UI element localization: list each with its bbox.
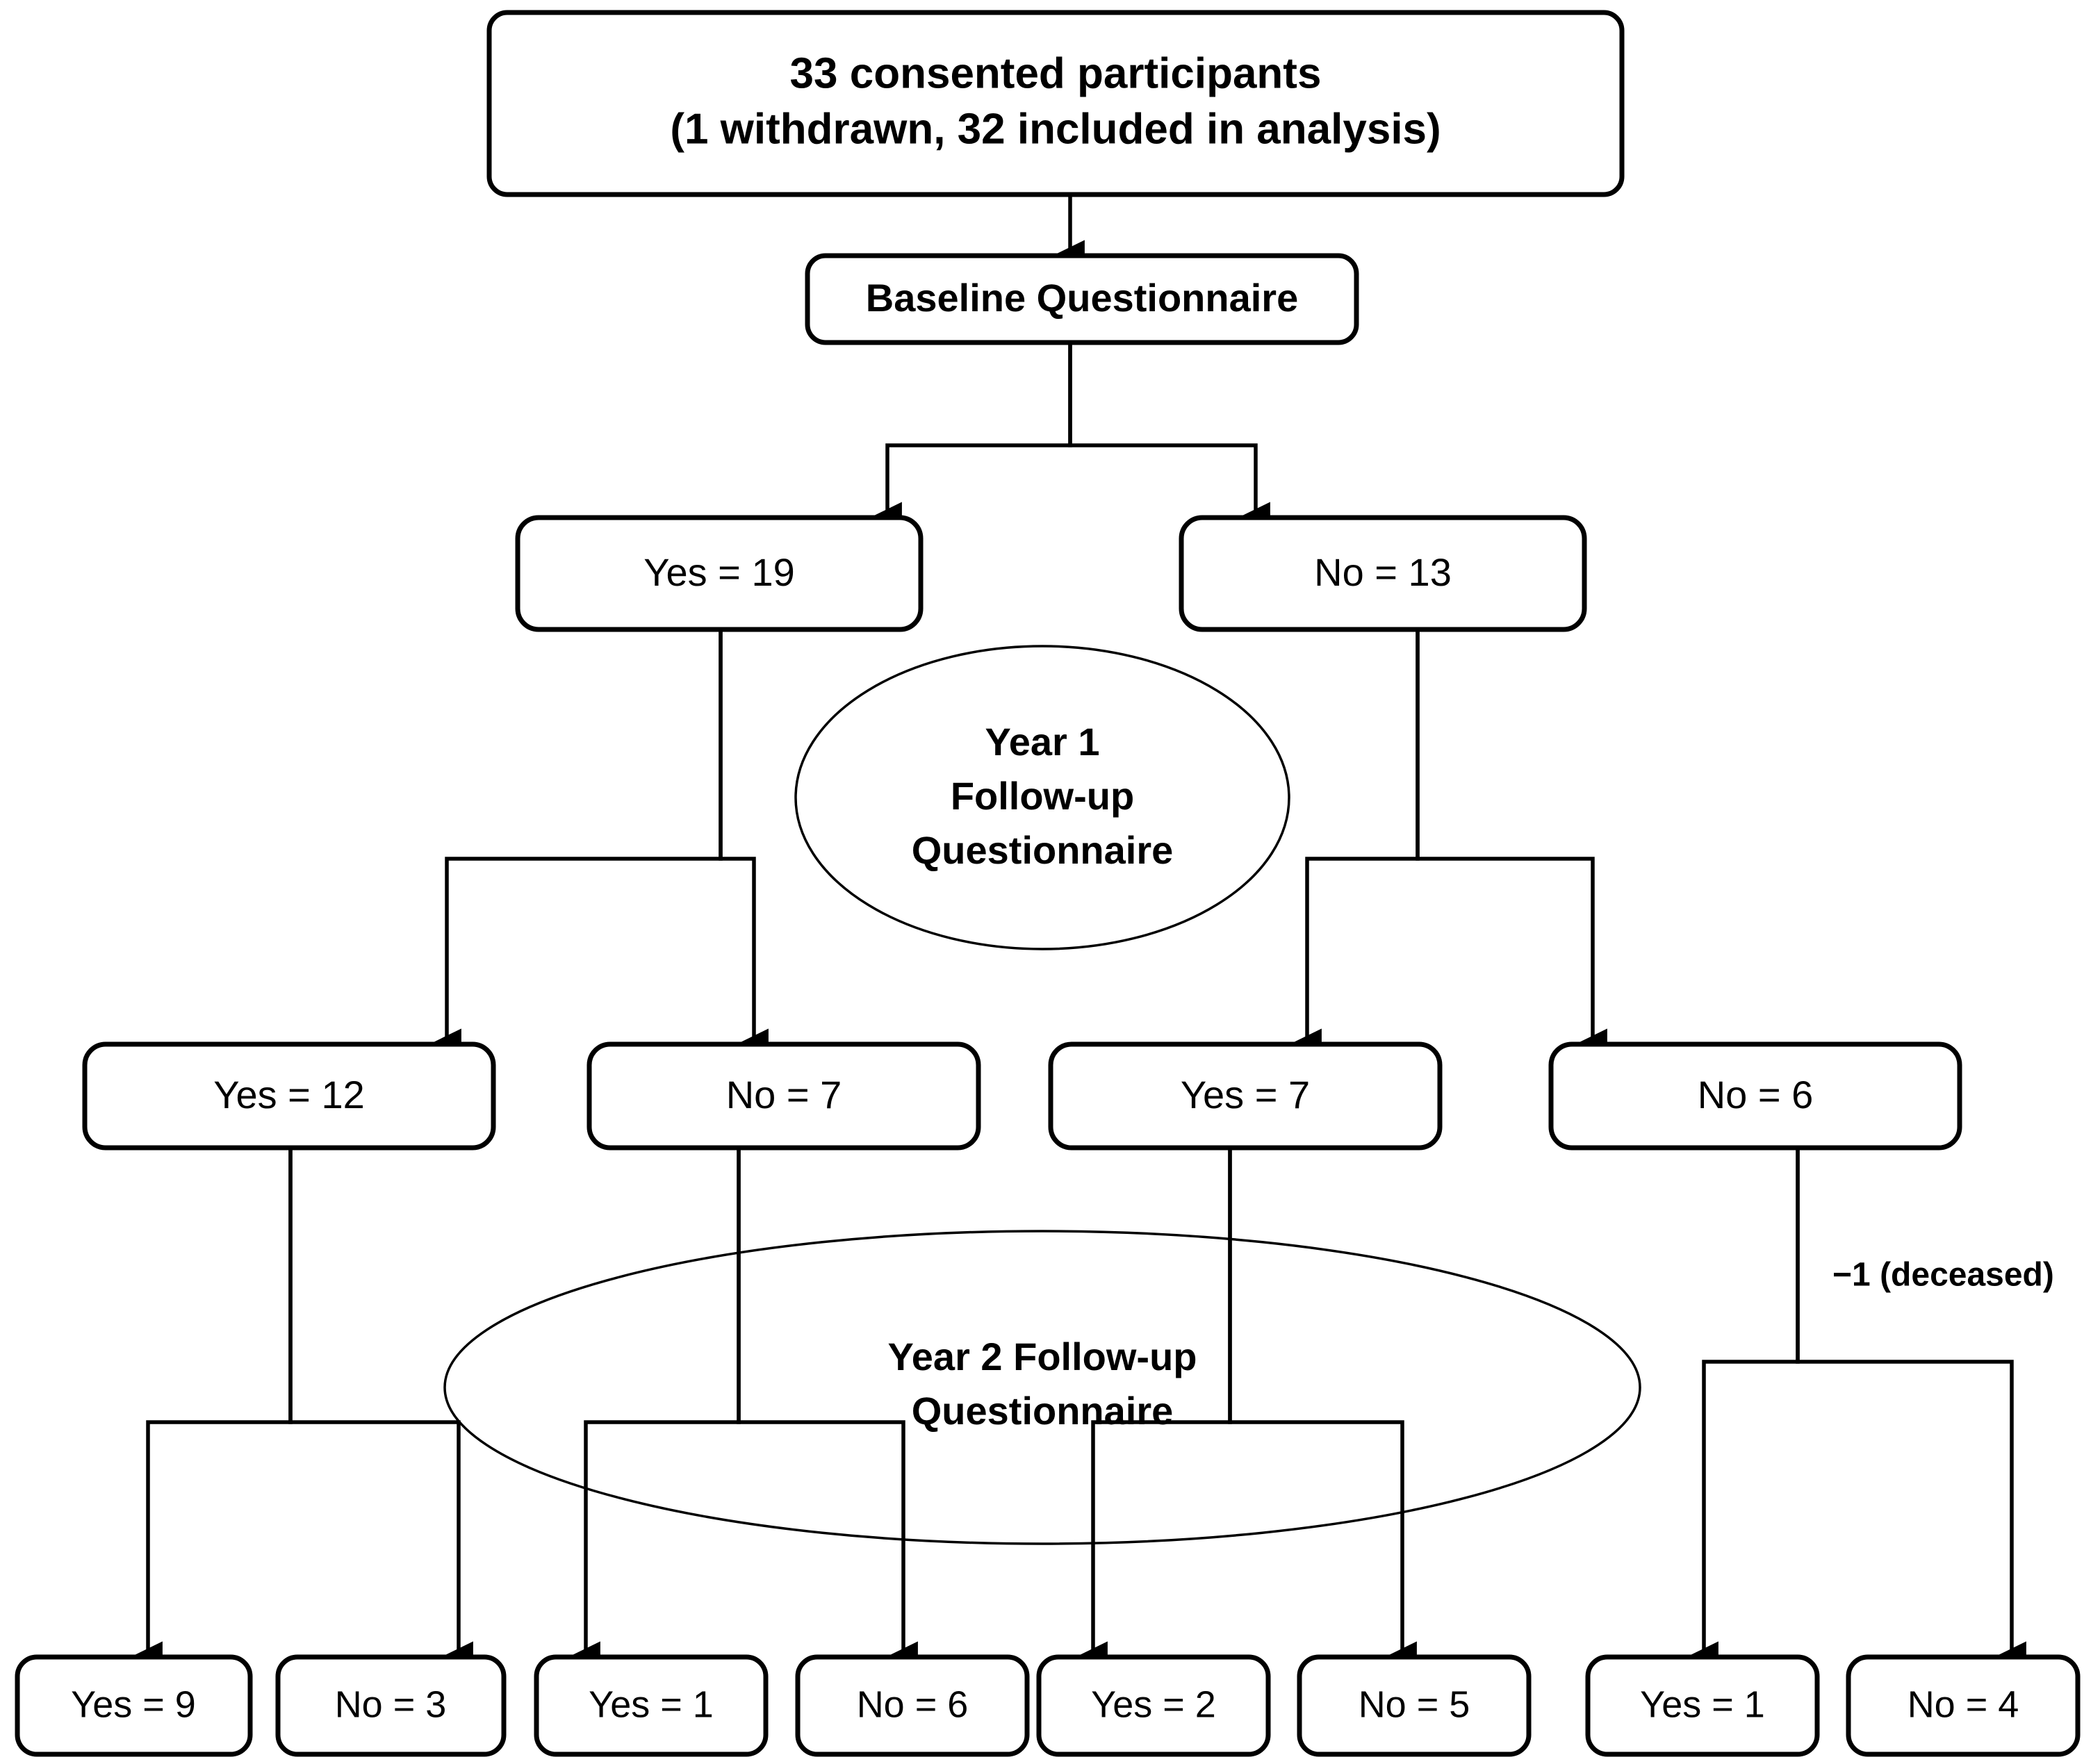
node-level2-yes[interactable]: Yes = 19	[515, 515, 924, 632]
connector-level3-a-to-leaf-yes	[130, 1148, 293, 1673]
year1-label-line3: Questionnaire	[912, 828, 1174, 872]
leaf-1-label: Yes = 9	[71, 1683, 196, 1725]
node-baseline-questionnaire[interactable]: Baseline Questionnaire	[805, 253, 1359, 345]
connector-level3-b-to-leaf-no	[737, 1148, 918, 1673]
level2-yes-label: Yes = 19	[643, 550, 794, 594]
stage-ellipse-year1: Year 1 Follow-up Questionnaire	[794, 645, 1290, 950]
level2-no-box[interactable]	[1179, 515, 1587, 632]
node-consented-participants[interactable]: 33 consented participants (1 withdrawn, …	[486, 10, 1625, 197]
leaf-6-label: No = 5	[1359, 1683, 1470, 1725]
node-leaf-8[interactable]: No = 4	[1846, 1654, 2081, 1757]
level3-a-label: Yes = 12	[213, 1073, 364, 1116]
node-leaf-2[interactable]: No = 3	[275, 1654, 507, 1757]
connector-level3-b-to-leaf-yes	[568, 1148, 741, 1673]
leaf-4-label: No = 6	[857, 1683, 969, 1725]
node-level3-no-7[interactable]: No = 7	[586, 1041, 981, 1151]
leaf-1-box[interactable]	[15, 1654, 253, 1757]
consented-participants-line2: (1 withdrawn, 32 included in analysis)	[670, 105, 1441, 153]
year1-label-line1: Year 1	[985, 720, 1099, 764]
leaf-7-label: Yes = 1	[1640, 1683, 1765, 1725]
consented-participants-line1: 33 consented participants	[790, 49, 1322, 97]
year1-label-line2: Follow-up	[951, 774, 1134, 818]
leaf-7-box[interactable]	[1585, 1654, 1820, 1757]
leaf-4-box[interactable]	[795, 1654, 1030, 1757]
connector-level3-d-to-leaf-yes	[1686, 1148, 1800, 1673]
connector-level3-a-to-leaf-no	[288, 1148, 473, 1673]
leaf-2-box[interactable]	[275, 1654, 507, 1757]
node-leaf-4[interactable]: No = 6	[795, 1654, 1030, 1757]
level3-b-label: No = 7	[726, 1073, 842, 1116]
year2-label-line2: Questionnaire	[912, 1389, 1174, 1433]
node-leaf-1[interactable]: Yes = 9	[15, 1654, 253, 1757]
consented-participants-box[interactable]	[486, 10, 1625, 197]
leaf-5-label: Yes = 2	[1091, 1683, 1216, 1725]
node-level3-yes-12[interactable]: Yes = 12	[82, 1041, 496, 1151]
leaf-2-label: No = 3	[335, 1683, 447, 1725]
node-leaf-5[interactable]: Yes = 2	[1036, 1654, 1271, 1757]
node-leaf-7[interactable]: Yes = 1	[1585, 1654, 1820, 1757]
leaf-8-box[interactable]	[1846, 1654, 2081, 1757]
level3-b-box[interactable]	[586, 1041, 981, 1151]
stage-ellipse-year2: Year 2 Follow-up Questionnaire	[443, 1230, 1641, 1545]
connector-baseline-to-level2-yes	[869, 343, 1072, 534]
connector-level2-yes-to-level3-no	[719, 629, 769, 1060]
level3-c-box[interactable]	[1048, 1041, 1443, 1151]
leaf-8-label: No = 4	[1908, 1683, 2019, 1725]
level3-c-label: Yes = 7	[1181, 1073, 1310, 1116]
level2-no-label: No = 13	[1314, 550, 1452, 594]
connector-level2-no-to-level3-no	[1416, 629, 1607, 1060]
connector-level3-c-to-leaf-no	[1228, 1148, 1417, 1673]
baseline-questionnaire-label: Baseline Questionnaire	[866, 276, 1298, 320]
level3-d-box[interactable]	[1548, 1041, 1962, 1151]
year2-ellipse-shape	[443, 1230, 1641, 1545]
node-leaf-6[interactable]: No = 5	[1297, 1654, 1532, 1757]
year1-ellipse-shape	[794, 645, 1290, 950]
connector-level2-no-to-level3-yes	[1289, 629, 1420, 1060]
deceased-annotation: −1 (deceased)	[1832, 1257, 2054, 1294]
leaf-6-box[interactable]	[1297, 1654, 1532, 1757]
connector-level3-d-to-leaf-no	[1796, 1148, 2026, 1673]
connector-layer	[130, 197, 2026, 1673]
connector-baseline-to-level2-no	[1068, 343, 1270, 534]
connector-level2-yes-to-level3-yes	[429, 629, 723, 1060]
level3-d-label: No = 6	[1698, 1073, 1814, 1116]
level3-a-box[interactable]	[82, 1041, 496, 1151]
leaf-5-box[interactable]	[1036, 1654, 1271, 1757]
node-leaf-3[interactable]: Yes = 1	[534, 1654, 769, 1757]
node-level3-yes-7[interactable]: Yes = 7	[1048, 1041, 1443, 1151]
year2-label-line1: Year 2 Follow-up	[888, 1335, 1197, 1378]
node-level2-no[interactable]: No = 13	[1179, 515, 1587, 632]
leaf-3-label: Yes = 1	[589, 1683, 714, 1725]
level2-yes-box[interactable]	[515, 515, 924, 632]
node-level3-no-6[interactable]: No = 6	[1548, 1041, 1962, 1151]
baseline-questionnaire-box[interactable]	[805, 253, 1359, 345]
leaf-3-box[interactable]	[534, 1654, 769, 1757]
